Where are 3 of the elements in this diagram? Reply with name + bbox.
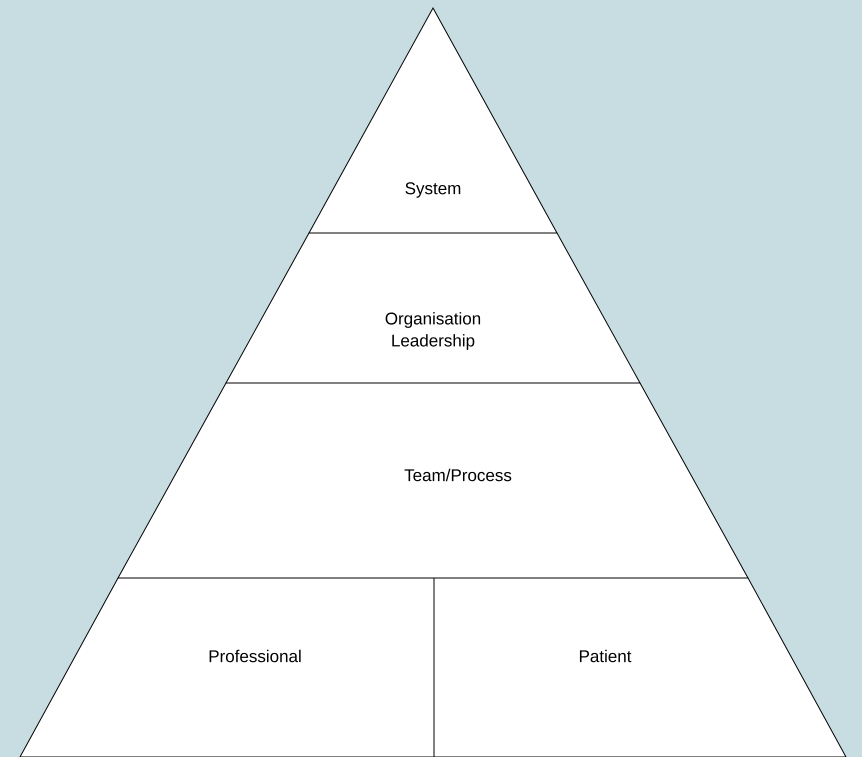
pyramid-tier: Patient — [434, 578, 847, 757]
node-label: Professional — [210, 650, 301, 662]
node-label: Patient — [580, 650, 632, 662]
